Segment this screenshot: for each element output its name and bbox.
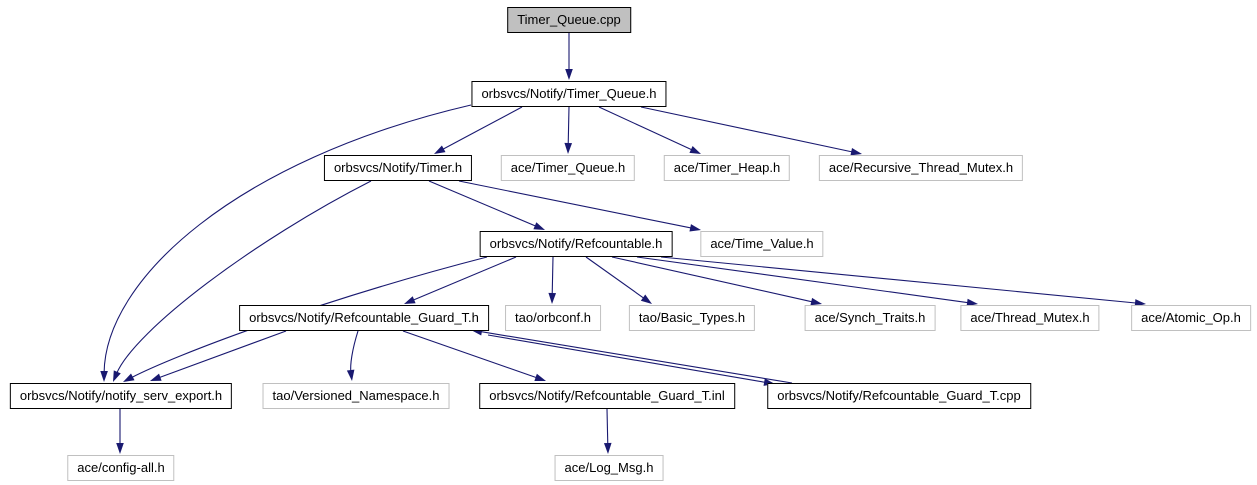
graph-node-guard_t_h[interactable]: orbsvcs/Notify/Refcountable_Guard_T.h [239,305,489,331]
graph-node-ace_timer_queue_h: ace/Timer_Queue.h [500,155,636,181]
graph-node-guard_t_inl[interactable]: orbsvcs/Notify/Refcountable_Guard_T.inl [479,383,735,409]
edge-notify_timer_queue_h-to-notify_timer_h [441,106,523,151]
arrowhead-icon [810,297,822,306]
graph-node-ace_atomic_op_h: ace/Atomic_Op.h [1131,305,1251,331]
edge-notify_timer_h-to-notify_refcountable_h [428,180,537,228]
arrowhead-icon [404,296,416,304]
graph-node-tao_basic_types_h: tao/Basic_Types.h [628,305,756,331]
edge-notify_refcountable_h-to-ace_atomic_op_h [660,256,1138,304]
edge-notify_timer_queue_h-to-ace_timer_heap_h [598,106,694,151]
graph-node-notify_refcountable_h[interactable]: orbsvcs/Notify/Refcountable.h [479,231,673,257]
arrowhead-icon [603,442,612,454]
edge-guard_t_h-to-guard_t_inl [402,330,538,379]
graph-node-ace_log_msg_h: ace/Log_Msg.h [554,455,664,481]
arrowhead-icon [564,142,573,154]
arrowhead-icon [966,298,978,307]
arrowhead-icon [534,373,546,381]
graph-node-ace_time_value_h: ace/Time_Value.h [700,231,824,257]
graph-node-tao_orbconf_h: tao/orbconf.h [505,305,601,331]
edge-guard_t_h-to-guard_t_cpp [487,334,767,384]
edge-notify_timer_h-to-notify_serv_export_h [116,180,372,374]
edge-notify_refcountable_h-to-tao_basic_types_h [585,256,645,300]
graph-node-guard_t_cpp[interactable]: orbsvcs/Notify/Refcountable_Guard_T.cpp [767,383,1031,409]
graph-node-ace_recursive_mutex_h: ace/Recursive_Thread_Mutex.h [818,155,1024,181]
edge-notify_timer_queue_h-to-ace_recursive_mutex_h [640,106,854,153]
arrowhead-icon [113,370,121,382]
edge-notify_refcountable_h-to-guard_t_h [412,256,517,302]
graph-node-ace_thread_mutex_h: ace/Thread_Mutex.h [960,305,1100,331]
graph-node-notify_timer_queue_h[interactable]: orbsvcs/Notify/Timer_Queue.h [471,81,667,107]
arrowhead-icon [533,222,545,230]
graph-node-ace_synch_traits_h: ace/Synch_Traits.h [804,305,936,331]
edge-guard_t_h-to-notify_serv_export_h [158,330,287,379]
graph-node-ace_config_all_h: ace/config-all.h [67,455,175,481]
arrowhead-icon [116,443,124,454]
edge-guard_t_inl-to-ace_log_msg_h [606,408,609,446]
arrowhead-icon [434,145,446,154]
arrowhead-icon [100,370,108,382]
edge-notify_timer_queue_h-to-notify_serv_export_h [103,104,472,374]
arrowhead-icon [1134,299,1146,307]
arrowhead-icon [689,224,701,232]
edge-guard_t_cpp-to-guard_t_h [479,330,793,384]
arrowhead-icon [689,145,701,154]
graph-node-notify_serv_export_h[interactable]: orbsvcs/Notify/notify_serv_export.h [9,383,233,409]
arrowhead-icon [548,292,557,304]
arrowhead-icon [346,369,355,381]
arrowhead-icon [640,294,652,304]
edge-notify_refcountable_h-to-ace_thread_mutex_h [636,256,970,304]
graph-node-tao_versioned_ns_h: tao/Versioned_Namespace.h [262,383,450,409]
graph-node-notify_timer_h[interactable]: orbsvcs/Notify/Timer.h [323,155,473,181]
edge-guard_t_h-to-tao_versioned_ns_h [350,330,359,373]
edge-notify_refcountable_h-to-ace_synch_traits_h [611,256,814,303]
graph-node-timer_queue_cpp: Timer_Queue.cpp [507,7,631,33]
edge-notify_refcountable_h-to-tao_orbconf_h [551,256,554,296]
edge-notify_timer_queue_h-to-ace_timer_queue_h [567,106,570,146]
edge-notify_timer_h-to-ace_time_value_h [458,180,693,229]
arrowhead-icon [850,147,862,156]
graph-node-ace_timer_heap_h: ace/Timer_Heap.h [663,155,791,181]
arrowhead-icon [123,373,135,382]
arrowhead-icon [150,373,162,381]
arrowhead-icon [565,69,573,80]
